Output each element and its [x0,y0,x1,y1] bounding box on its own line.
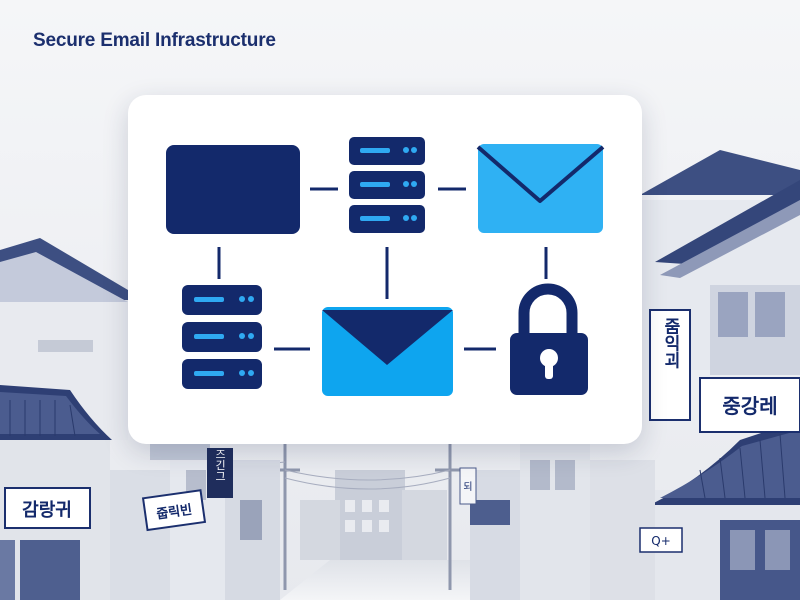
sign-left-small: 줍릭빈 [141,489,207,532]
connectors [217,187,548,351]
sign-left-bottom: 감랑귀 [4,487,91,529]
sign-right-banner: 중강레 [699,377,800,433]
sign-left-bottom-text: 감랑귀 [22,500,72,521]
server-icon [349,137,425,233]
sign-center-vertical: 즈긴그 [207,448,233,498]
sign-right-small-text: Q+ [651,534,671,548]
mail-icon [322,307,453,396]
mail-icon [476,144,605,233]
sign-right-vertical-text: 줌익괴 [660,317,680,369]
sign-left-small-text: 줍릭빈 [155,502,193,523]
page-title: Secure Email Infrastructure [33,30,276,51]
sign-right-small: Q+ [639,527,683,553]
sign-center-vertical-text: 즈긴그 [214,449,227,482]
lock-icon [510,283,588,395]
monitor-icon [166,145,300,234]
sign-right-banner-text: 중강레 [722,394,777,418]
street-road [280,560,520,600]
sign-center-right-vertical: 되 [459,467,477,505]
sign-right-vertical: 줌익괴 [649,309,691,421]
server-icon [182,285,262,389]
distant-buildings [300,470,447,560]
right-house-lower [650,420,800,600]
infrastructure-diagram-card [128,95,642,444]
sign-center-right-text: 되 [463,481,472,493]
infrastructure-diagram [166,137,605,396]
